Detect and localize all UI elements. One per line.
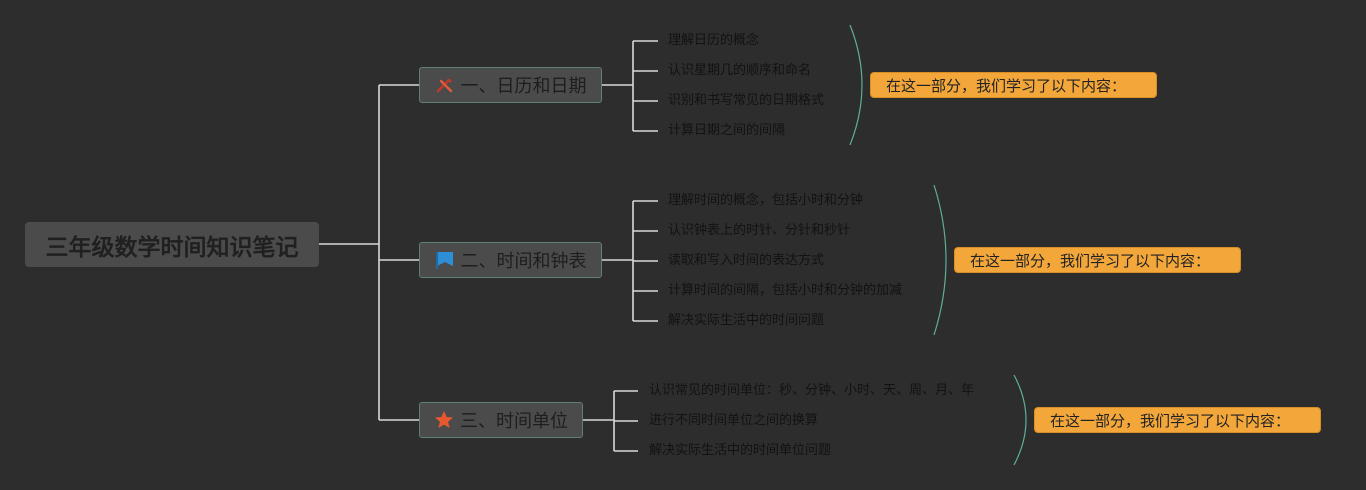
summary-text: 在这一部分，我们学习了以下内容： <box>886 76 1127 95</box>
summary-box[interactable]: 在这一部分，我们学习了以下内容： <box>1034 407 1321 433</box>
subtopic-item[interactable]: 解决实际生活中的时间问题 <box>668 313 825 328</box>
root-title: 三年级数学时间知识笔记 <box>45 234 299 261</box>
subtopic-item[interactable]: 理解日历的概念 <box>668 33 760 48</box>
summary-bracket-3 <box>1013 374 1027 466</box>
summary-box[interactable]: 在这一部分，我们学习了以下内容： <box>870 72 1157 98</box>
branch-topic-clock[interactable]: 二、时间和钟表 <box>419 242 602 278</box>
subtopic-item[interactable]: 认识常见的时间单位：秒、分钟、小时、天、周、月、年 <box>649 383 975 398</box>
branch-label: 三、时间单位 <box>460 411 568 432</box>
subtopic-item[interactable]: 认识星期几的顺序和命名 <box>668 63 812 78</box>
subtopic-item[interactable]: 识别和书写常见的日期格式 <box>668 93 825 108</box>
branch3-connector <box>583 390 638 452</box>
branch-topic-units[interactable]: 三、时间单位 <box>419 402 583 438</box>
summary-text: 在这一部分，我们学习了以下内容： <box>1050 411 1291 430</box>
branch2-connector <box>602 200 658 322</box>
subtopic-item[interactable]: 读取和写入时间的表达方式 <box>668 253 825 268</box>
subtopic-item[interactable]: 进行不同时间单位之间的换算 <box>649 413 819 428</box>
branch-topic-calendar[interactable]: 一、日历和日期 <box>419 67 602 103</box>
summary-text: 在这一部分，我们学习了以下内容： <box>970 251 1211 270</box>
root-topic[interactable]: 三年级数学时间知识笔记 <box>25 222 319 267</box>
subtopic-item[interactable]: 计算日期之间的间隔 <box>668 123 786 138</box>
subtopic-item[interactable]: 计算时间的间隔，包括小时和分钟的加减 <box>668 283 903 298</box>
tools-icon <box>435 75 455 95</box>
subtopic-item[interactable]: 理解时间的概念，包括小时和分钟 <box>668 193 864 208</box>
summary-box[interactable]: 在这一部分，我们学习了以下内容： <box>954 247 1241 273</box>
flag-icon <box>435 250 455 270</box>
branch1-connector <box>602 40 658 132</box>
summary-bracket-1 <box>849 24 863 146</box>
summary-bracket-2 <box>933 184 947 336</box>
subtopic-item[interactable]: 认识钟表上的时针、分针和秒针 <box>668 223 851 238</box>
star-icon <box>434 410 454 430</box>
branch-label: 一、日历和日期 <box>460 76 587 97</box>
subtopic-item[interactable]: 解决实际生活中的时间单位问题 <box>649 443 832 458</box>
root-connector <box>319 84 419 421</box>
branch-label: 二、时间和钟表 <box>460 251 587 272</box>
